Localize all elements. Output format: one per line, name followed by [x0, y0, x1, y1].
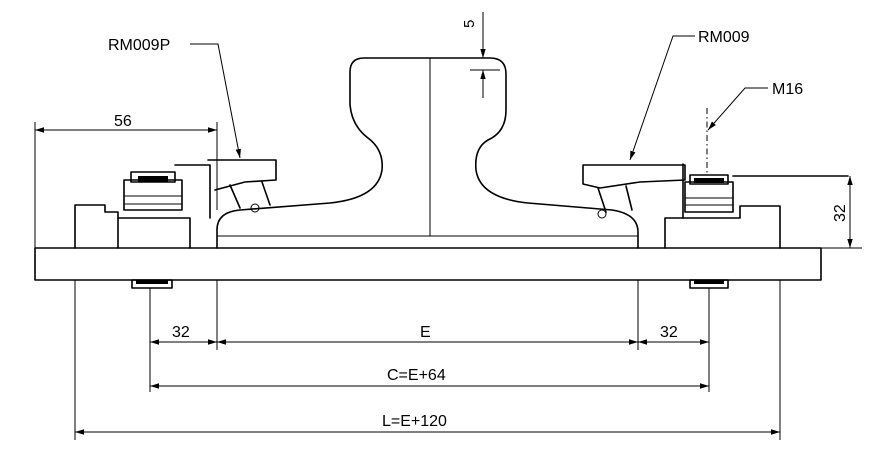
base-plate	[34, 247, 822, 281]
lower-dimensions	[74, 280, 781, 440]
dimension-32-vertical	[821, 176, 862, 249]
dimension-5	[430, 12, 500, 98]
leader-lines	[190, 35, 768, 161]
label-5: 5	[461, 20, 478, 28]
left-fastener	[74, 159, 277, 289]
dimension-56	[34, 122, 218, 248]
label-32-vertical: 32	[832, 204, 849, 222]
label-m16: M16	[772, 81, 803, 98]
label-56: 56	[114, 113, 132, 130]
label-rm009: RM009	[698, 29, 750, 46]
label-c: C=E+64	[387, 367, 446, 384]
rail-profile	[216, 57, 639, 249]
label-rm009p: RM009P	[108, 37, 170, 54]
right-fastener	[582, 108, 849, 289]
label-l: L=E+120	[382, 413, 447, 430]
label-32-left: 32	[172, 324, 190, 341]
label-e: E	[420, 324, 431, 341]
label-32-right: 32	[660, 324, 678, 341]
